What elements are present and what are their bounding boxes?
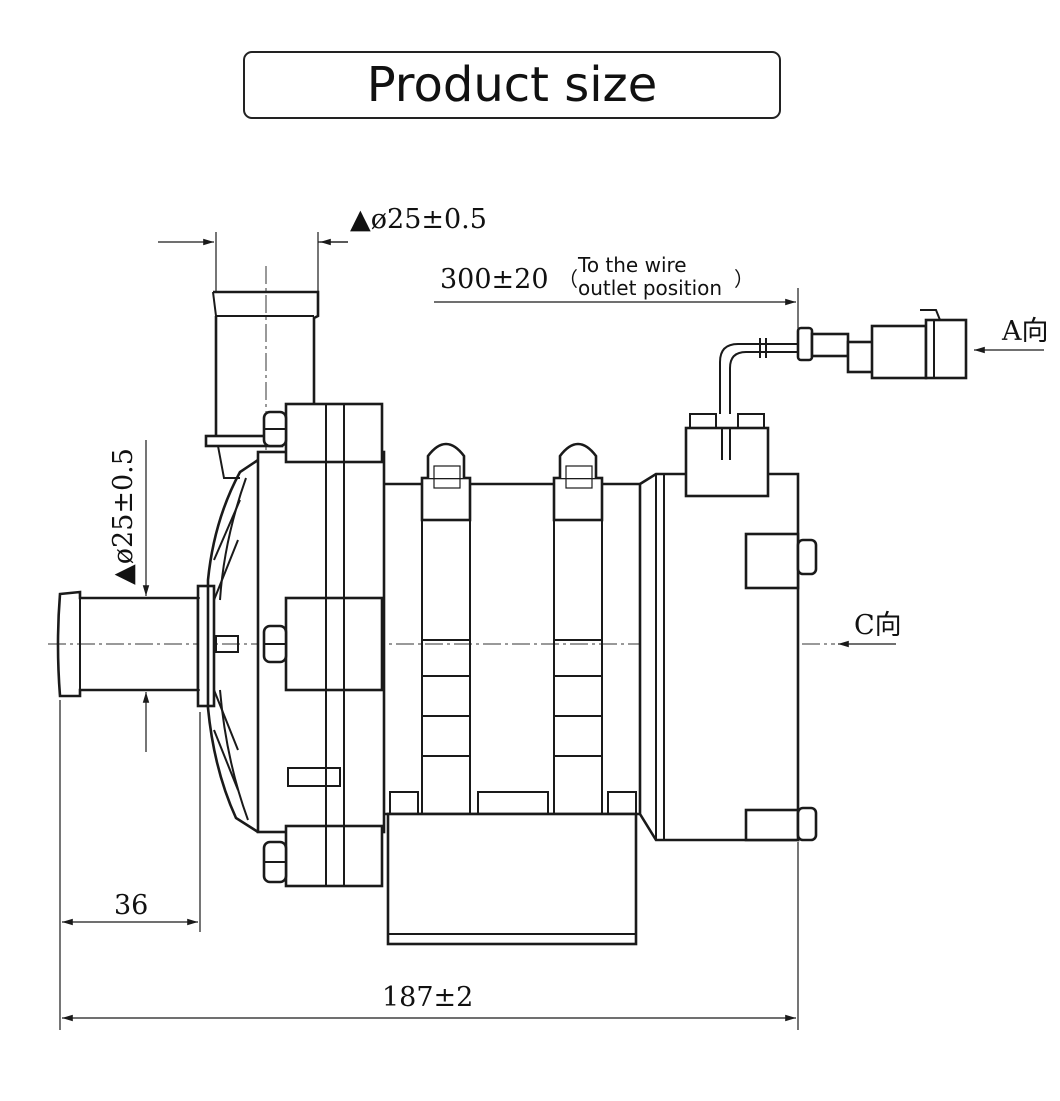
motor-body [383, 472, 800, 842]
wire-housing [684, 413, 770, 498]
title-box: Product size [243, 51, 781, 119]
dim-inlet-length [59, 700, 201, 1030]
wire-note-close-paren: ） [734, 267, 754, 291]
dim-wire-length-label: 300±20 [440, 264, 549, 295]
wire-note-open-paren: （ [558, 267, 578, 291]
wire-cable [719, 338, 800, 414]
pump-volute [206, 458, 259, 834]
top-outlet-pipe [204, 290, 320, 479]
dim-inlet-length-label: 36 [114, 890, 148, 921]
dim-top-outlet [158, 232, 348, 292]
dim-inlet-diameter [136, 440, 200, 752]
wire-note-line2: outlet position [578, 276, 722, 300]
wire-connector [796, 309, 968, 380]
flange-screws [262, 410, 288, 884]
page-title: Product size [366, 57, 658, 113]
wire-note-line1: To the wire [577, 253, 687, 277]
clamp-left [420, 442, 472, 815]
view-a-label: A向 [1001, 316, 1049, 347]
mounting-bracket [386, 791, 638, 946]
end-cap-details [744, 532, 818, 842]
view-c-label: C向 [854, 610, 902, 641]
dim-inlet-diameter-label: ▲ø25±0.5 [108, 448, 139, 585]
dim-top-outlet-label: ▲ø25±0.5 [350, 204, 487, 235]
dim-overall-length [62, 842, 799, 1030]
clamp-right [552, 442, 604, 815]
dim-wire-length [434, 288, 799, 332]
dim-overall-length-label: 187±2 [382, 982, 473, 1013]
inlet-pipe [56, 584, 216, 708]
